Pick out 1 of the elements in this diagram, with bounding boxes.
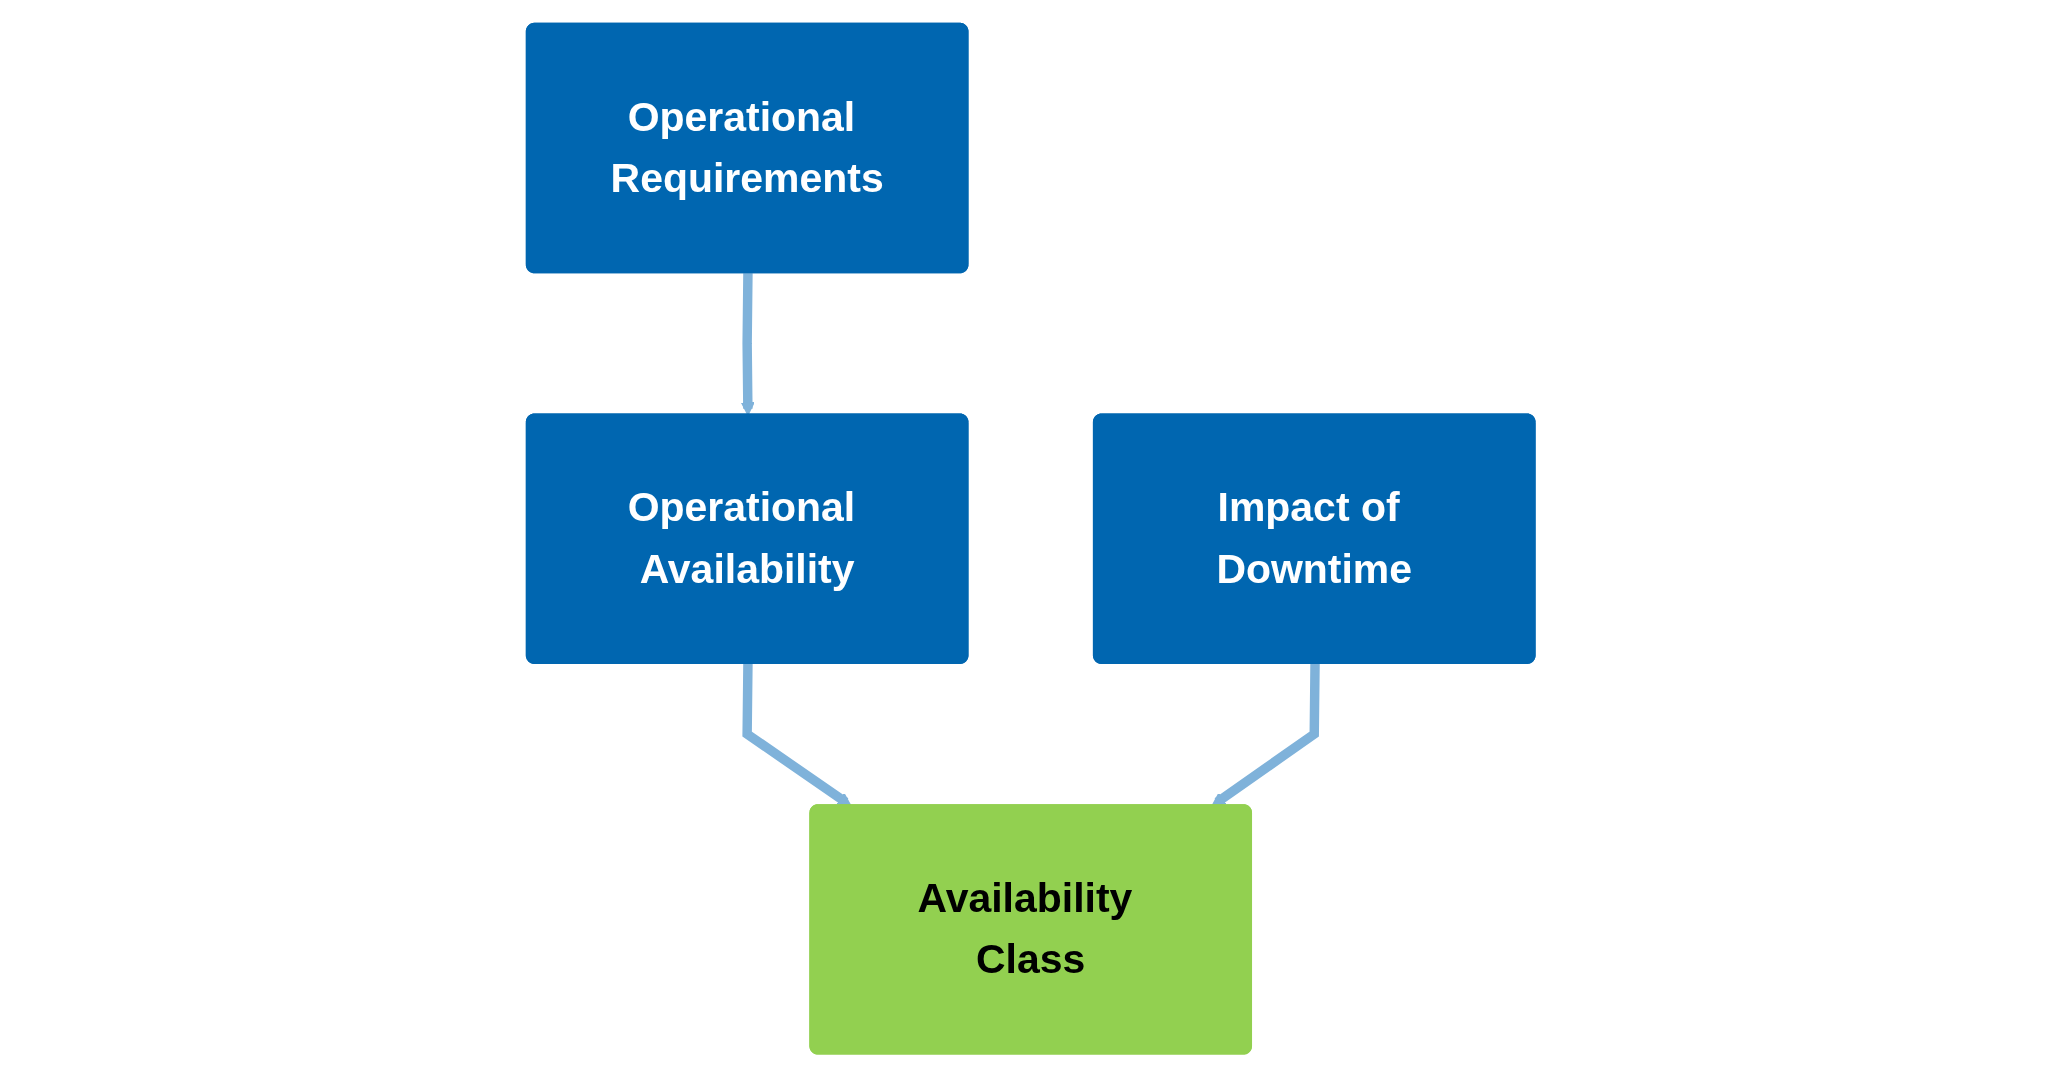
arrow xyxy=(741,273,755,416)
